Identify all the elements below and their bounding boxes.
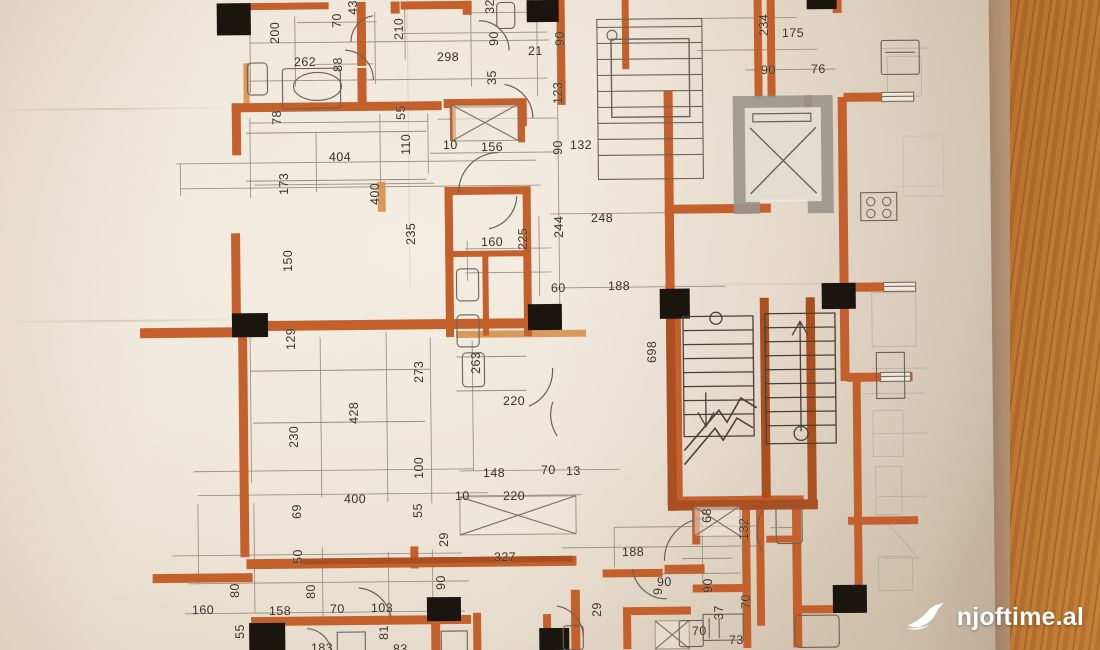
dimension-label: 234 xyxy=(756,13,771,36)
dimension-label: 29 xyxy=(436,532,451,547)
dimension-label: 55 xyxy=(393,105,408,120)
bathtub-icon xyxy=(281,67,342,110)
dimension-label: 158 xyxy=(268,603,292,619)
dimension-label: 32 xyxy=(482,0,497,14)
watermark-text: njoftime.al xyxy=(956,602,1084,631)
dimension-label: 160 xyxy=(480,234,504,250)
dimension-label: 100 xyxy=(411,456,426,479)
dimension-label: 43 xyxy=(345,0,360,15)
dimension-label: 183 xyxy=(310,640,334,650)
dimension-label: 273 xyxy=(411,360,426,383)
bird-logo-icon xyxy=(905,603,944,630)
structural-columns xyxy=(216,0,868,650)
dimension-label: 156 xyxy=(480,139,504,155)
dimension-label: 150 xyxy=(280,249,295,272)
dimension-label: 90 xyxy=(760,62,776,78)
dimension-label: 80 xyxy=(227,583,242,598)
dimension-label: 220 xyxy=(502,393,526,409)
dimension-label: 210 xyxy=(391,17,406,40)
dimension-label: 400 xyxy=(367,182,382,205)
dimension-label: 70 xyxy=(329,13,344,28)
dimension-label: 90 xyxy=(550,140,565,155)
dimension-label: 68 xyxy=(699,508,714,523)
dimension-label: 70 xyxy=(691,623,707,639)
dimension-label: 90 xyxy=(552,31,567,46)
dimension-label: 428 xyxy=(346,401,361,424)
toilet-icon xyxy=(246,62,269,96)
dimension-label: 173 xyxy=(276,172,291,195)
dimension-label: 160 xyxy=(191,602,215,618)
dimension-label: 88 xyxy=(330,57,345,72)
dimension-label: 90 xyxy=(700,578,715,593)
dimension-label: 90 xyxy=(433,575,448,590)
dimension-label: 230 xyxy=(286,425,301,448)
dimension-label: 129 xyxy=(283,327,298,350)
dimension-label: 10 xyxy=(454,488,470,504)
dimension-label: 263 xyxy=(468,351,483,374)
elevator-shaft xyxy=(732,95,834,215)
dimension-label: 262 xyxy=(293,54,317,70)
dimension-label: 298 xyxy=(436,49,460,65)
dimension-label: 50 xyxy=(290,549,305,564)
dimension-label: 60 xyxy=(550,280,566,296)
dimension-label: 103 xyxy=(370,600,394,616)
fixtures xyxy=(246,1,920,650)
dimension-label: 76 xyxy=(810,61,826,77)
dimension-label: 73 xyxy=(728,632,744,648)
dimension-label: 235 xyxy=(403,222,418,245)
dimension-label: 123 xyxy=(550,81,565,104)
dimension-label: 70 xyxy=(540,462,556,478)
dimension-label: 80 xyxy=(303,584,318,599)
dimension-label: 81 xyxy=(376,625,391,640)
dimension-label: 175 xyxy=(781,25,805,41)
dimension-label: 35 xyxy=(484,70,499,85)
stairs-main xyxy=(682,311,837,466)
dimension-label: 21 xyxy=(527,43,543,59)
sink-icon xyxy=(455,268,480,302)
dimension-label: 29 xyxy=(589,602,604,617)
dimension-label: 148 xyxy=(482,465,506,481)
dimension-label: 70 xyxy=(738,594,753,609)
dimension-label: 248 xyxy=(590,210,614,226)
dimension-label: 9 xyxy=(650,587,665,595)
dimension-label: 327 xyxy=(493,549,517,565)
dimension-label: 200 xyxy=(267,21,282,44)
dimension-label: 69 xyxy=(289,504,304,519)
dimension-label: 244 xyxy=(551,215,566,238)
dimension-label: 220 xyxy=(502,488,526,504)
window-openings xyxy=(451,91,917,650)
dimension-label: 55 xyxy=(410,503,425,518)
dimension-label: 404 xyxy=(328,149,352,165)
dimension-label: 55 xyxy=(232,624,247,639)
kitchen-sink-icon xyxy=(880,39,920,76)
dimension-label: 188 xyxy=(621,544,645,560)
dimension-label: 132 xyxy=(736,517,751,540)
dimension-label: 698 xyxy=(644,340,659,363)
dimension-label: 70 xyxy=(329,601,345,617)
dimension-label: 83 xyxy=(392,641,408,650)
dimension-label: 10 xyxy=(442,137,458,153)
watermark: njoftime.al xyxy=(905,602,1084,632)
dimension-label: 400 xyxy=(343,491,367,507)
partition-lines xyxy=(245,130,795,560)
dimension-label: 110 xyxy=(398,133,413,155)
dimension-label: 225 xyxy=(515,227,530,250)
dimension-label: 78 xyxy=(269,110,284,125)
ghost-bleed-lines xyxy=(862,47,945,592)
dimension-label: 13 xyxy=(565,463,581,479)
dimension-label: 37 xyxy=(711,605,726,620)
dimension-label: 132 xyxy=(569,137,593,153)
dimension-label: 188 xyxy=(607,278,631,294)
stairs-upper xyxy=(596,17,705,181)
dimension-label: 90 xyxy=(486,31,501,46)
